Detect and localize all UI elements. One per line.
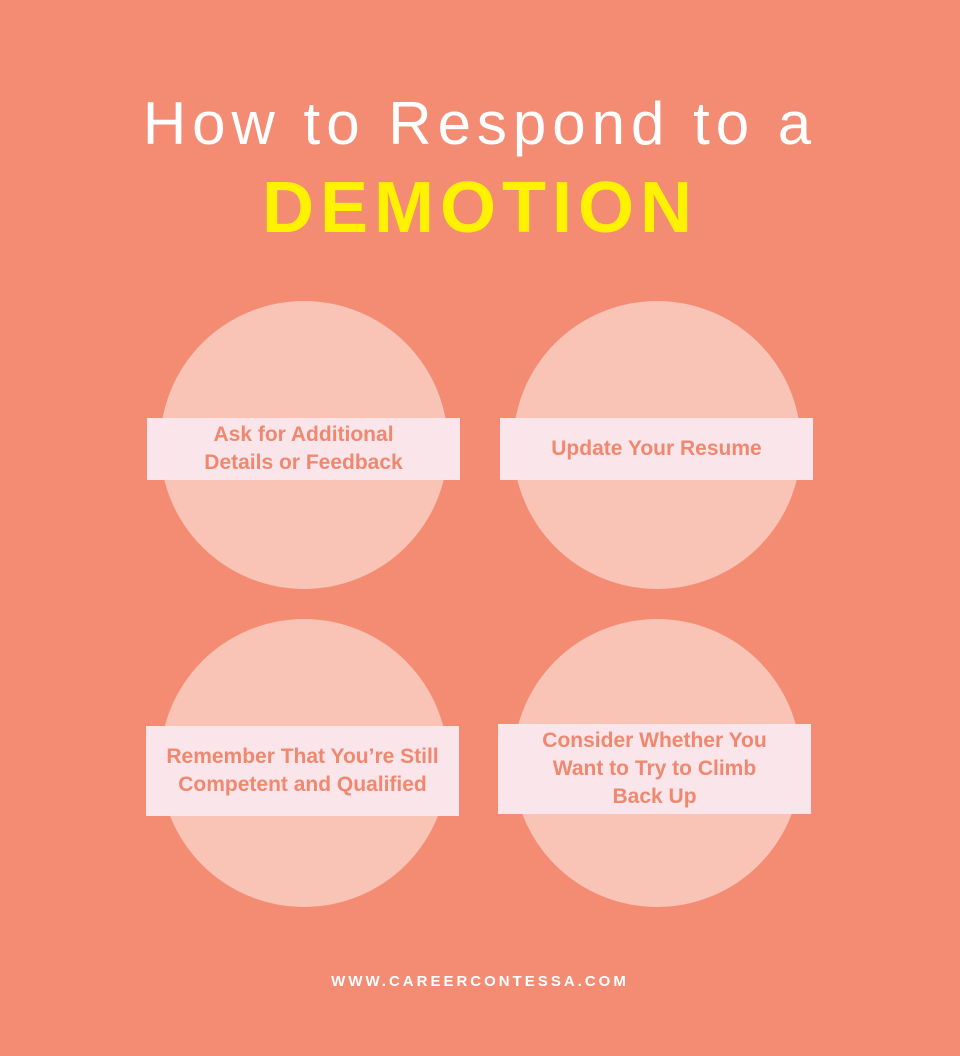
title-line-1: How to Respond to a [142,90,818,157]
tip-text-3: Remember That You’re Still Competent and… [166,745,439,796]
title-demotion: DEMOTION [262,168,698,248]
tip-text-4: Consider Whether You Want to Try to Clim… [542,729,767,808]
footer-url: WWW.CAREERCONTESSA.COM [331,973,629,990]
tip-label-3: Remember That You’re Still Competent and… [146,726,459,816]
tip-label-2: Update Your Resume [500,418,813,480]
tip-label-4: Consider Whether You Want to Try to Clim… [498,724,811,814]
tip-label-1: Ask for Additional Details or Feedback [147,418,460,480]
tip-text-1: Ask for Additional Details or Feedback [204,423,403,474]
tip-text-2: Update Your Resume [551,437,762,460]
